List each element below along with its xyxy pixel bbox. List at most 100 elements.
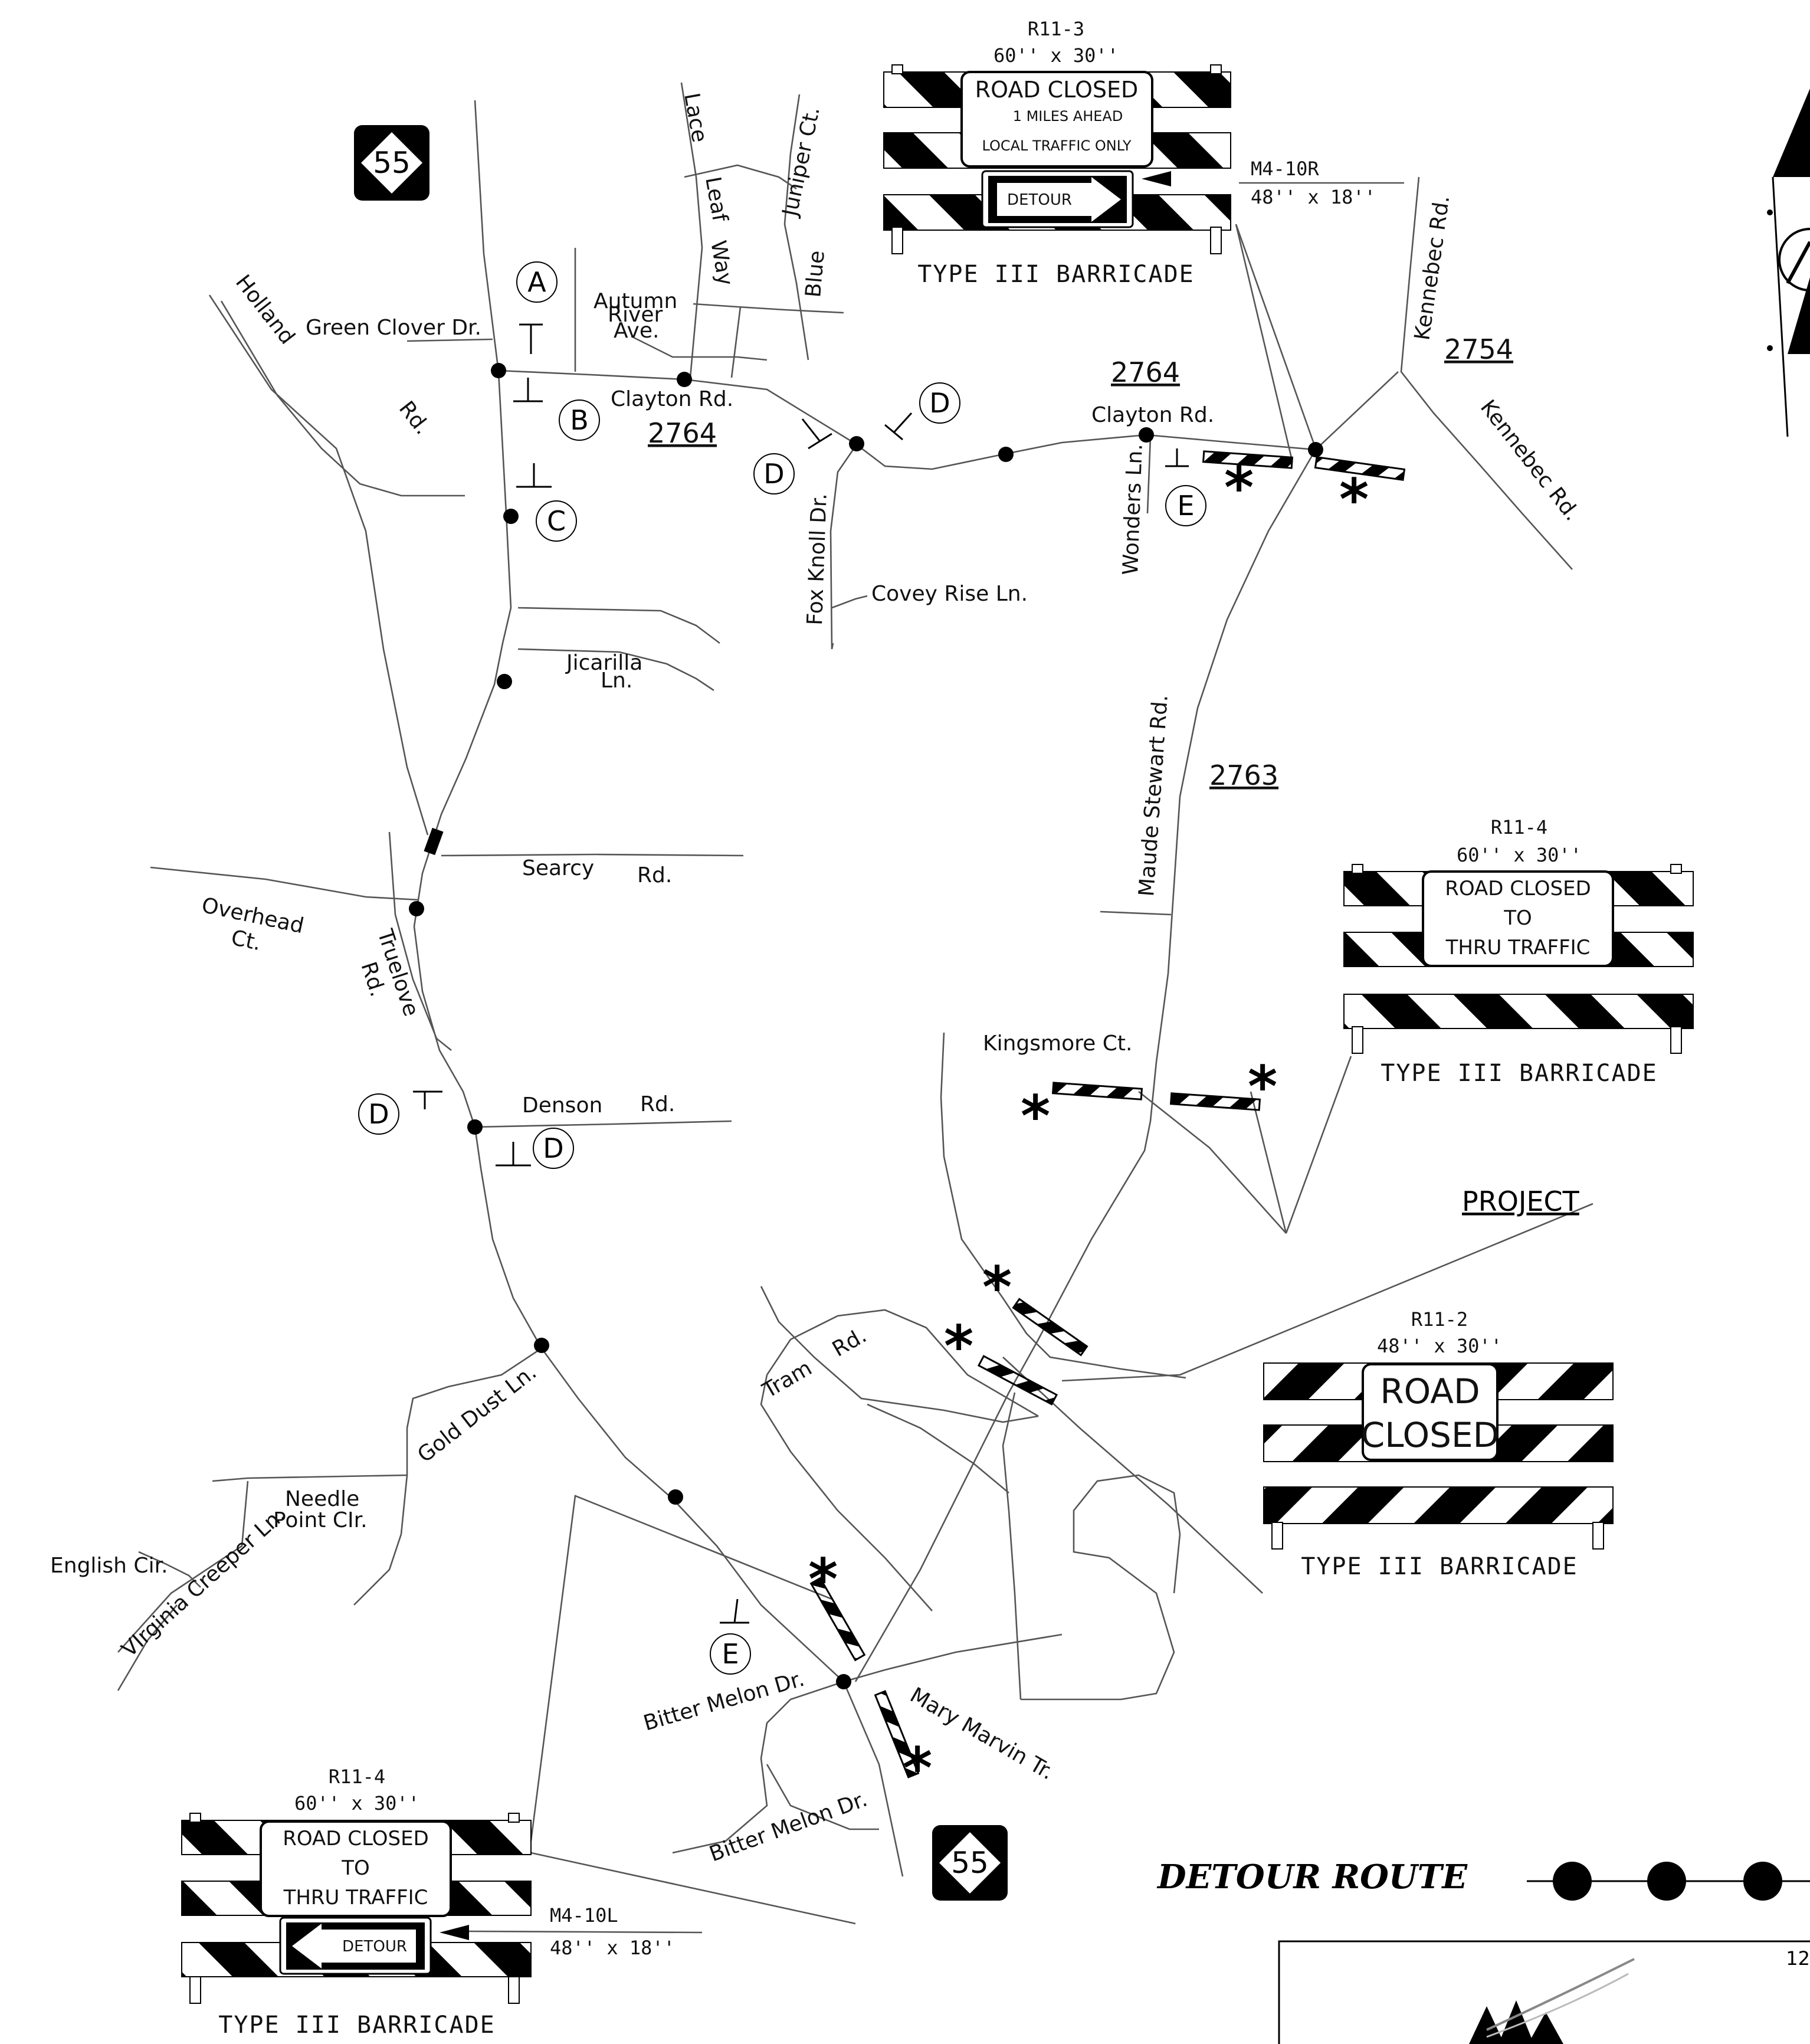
svg-text:E: E — [1177, 490, 1194, 522]
svg-text:E: E — [722, 1638, 739, 1670]
marker-e1: E — [1165, 485, 1206, 526]
hwy-55-shield-top: 55 — [354, 125, 429, 201]
marker-b: B — [559, 399, 600, 441]
svg-text:R11-3: R11-3 — [1028, 18, 1084, 40]
svg-text:60'' x 30'': 60'' x 30'' — [294, 1792, 419, 1814]
svg-text:*: * — [982, 1254, 1012, 1321]
svg-text:Ave.: Ave. — [614, 319, 659, 343]
svg-text:Rd.: Rd. — [637, 863, 672, 887]
sign-r11-4-top: R11-4 60'' x 30'' ROAD CLOSED TO THRU TR… — [1343, 816, 1694, 1087]
svg-text:DETOUR ROUTE: DETOUR ROUTE — [1156, 1858, 1468, 1896]
svg-text:Holland: Holland — [231, 270, 300, 349]
map-barricades — [809, 450, 1406, 1778]
sign-r11-3: R11-3 60'' x 30'' ROAD CLOSED 1 MILES AH… — [883, 18, 1231, 288]
marker-d1: D — [919, 382, 960, 424]
svg-text:Ln.: Ln. — [601, 669, 632, 693]
marker-d4: D — [533, 1128, 574, 1169]
svg-text:R11-4: R11-4 — [1491, 816, 1547, 838]
svg-text:M4-10R: M4-10R — [1251, 158, 1319, 180]
svg-text:60'' x 30'': 60'' x 30'' — [1457, 844, 1582, 866]
svg-text:Kingsmore Ct.: Kingsmore Ct. — [983, 1031, 1132, 1056]
svg-text:VIrginia Creeper Ln.: VIrginia Creeper Ln. — [117, 1503, 290, 1662]
svg-text:ROAD CLOSED: ROAD CLOSED — [283, 1827, 429, 1850]
detour-route-dots — [409, 363, 1323, 1689]
svg-text:Clayton Rd.: Clayton Rd. — [611, 387, 733, 411]
svg-text:Jicarilla: Jicarilla — [565, 651, 642, 675]
svg-text:R11-2: R11-2 — [1411, 1308, 1468, 1331]
svg-text:*: * — [1248, 1054, 1277, 1120]
svg-text:D: D — [368, 1098, 389, 1130]
svg-text:12: 12 — [1786, 1947, 1810, 1970]
svg-text:D: D — [543, 1132, 563, 1164]
svg-text:R11-4: R11-4 — [329, 1765, 385, 1788]
hwy-55-shield-bottom: 55 — [932, 1825, 1008, 1901]
svg-text:*: * — [1021, 1083, 1050, 1149]
svg-text:TYPE III BARRICADE: TYPE III BARRICADE — [1381, 1060, 1657, 1087]
svg-text:Searcy: Searcy — [522, 856, 594, 880]
svg-text:TO: TO — [1503, 906, 1532, 930]
svg-text:TYPE III BARRICADE: TYPE III BARRICADE — [218, 2012, 495, 2039]
svg-text:48'' x 18'': 48'' x 18'' — [550, 1937, 675, 1959]
svg-text:Tram: Tram — [758, 1356, 816, 1403]
route-2764-east: 2764 — [1111, 356, 1180, 388]
svg-text:Covey Rise Ln.: Covey Rise Ln. — [871, 582, 1028, 606]
svg-text:B: B — [570, 404, 589, 436]
svg-text:Rd.: Rd. — [640, 1092, 675, 1116]
svg-text:1 MILES AHEAD: 1 MILES AHEAD — [1013, 108, 1123, 125]
svg-text:TO: TO — [341, 1856, 370, 1880]
svg-text:ROAD: ROAD — [1380, 1371, 1480, 1411]
svg-text:TYPE III BARRICADE: TYPE III BARRICADE — [1301, 1553, 1578, 1580]
svg-text:*: * — [1224, 455, 1254, 521]
route-2754: 2754 — [1444, 333, 1513, 365]
svg-text:Rd.: Rd. — [394, 397, 435, 439]
svg-text:*: * — [1339, 467, 1369, 533]
holland-road — [208, 294, 429, 836]
svg-text:Point CIr.: Point CIr. — [273, 1508, 368, 1532]
svg-text:Ct.: Ct. — [229, 926, 263, 956]
sign-m4-10r-label: M4-10R 48'' x 18'' — [1251, 158, 1376, 208]
road-network — [117, 82, 1593, 1925]
svg-text:60'' x 30'': 60'' x 30'' — [993, 44, 1119, 67]
svg-text:55: 55 — [373, 146, 411, 180]
svg-text:CLOSED: CLOSED — [1361, 1415, 1500, 1455]
svg-text:A: A — [527, 266, 546, 298]
svg-text:C: C — [547, 505, 566, 537]
svg-text:ROAD CLOSED: ROAD CLOSED — [975, 77, 1139, 103]
svg-text:55: 55 — [951, 1846, 989, 1880]
svg-text:DETOUR: DETOUR — [342, 1938, 407, 1955]
svg-text:Kennebec Rd.: Kennebec Rd. — [1475, 395, 1585, 525]
svg-text:Rd.: Rd. — [828, 1324, 871, 1362]
sign-post-symbols — [413, 323, 1189, 1624]
svg-text:D: D — [763, 458, 784, 490]
svg-text:LOCAL TRAFFIC ONLY: LOCAL TRAFFIC ONLY — [982, 137, 1131, 154]
svg-text:Denson: Denson — [522, 1093, 602, 1118]
sign-r11-4-bottom: R11-4 60'' x 30'' ROAD CLOSED TO THRU TR… — [181, 1765, 532, 2039]
svg-text:Way: Way — [706, 238, 737, 287]
svg-text:DETOUR: DETOUR — [1007, 191, 1072, 209]
svg-text:Kennebec Rd.: Kennebec Rd. — [1410, 194, 1454, 342]
marker-d3: D — [358, 1093, 399, 1135]
svg-text:*: * — [808, 1547, 838, 1613]
svg-text:THRU TRAFFIC: THRU TRAFFIC — [283, 1886, 428, 1909]
svg-text:Bitter Melon Dr.: Bitter Melon Dr. — [641, 1667, 807, 1736]
company-logo-icon — [1469, 1958, 1635, 2044]
svg-text:Gold Dust Ln.: Gold Dust Ln. — [413, 1360, 541, 1468]
marker-a: A — [516, 261, 558, 303]
svg-text:Clayton Rd.: Clayton Rd. — [1091, 403, 1214, 427]
title-block: 12 — [1278, 1940, 1810, 2044]
marker-e2: E — [710, 1633, 751, 1675]
svg-text:Juniper Ct.: Juniper Ct. — [778, 104, 825, 220]
route-2763: 2763 — [1209, 759, 1278, 791]
svg-text:Wonders Ln.: Wonders Ln. — [1119, 443, 1147, 575]
svg-text:Bitter Melon Dr.: Bitter Melon Dr. — [706, 1787, 871, 1867]
route-2764-west: 2764 — [648, 417, 717, 449]
svg-text:Lace: Lace — [679, 91, 711, 144]
svg-text:48'' x 30'': 48'' x 30'' — [1377, 1335, 1502, 1357]
barricade-stars: * * * * * * * * — [808, 455, 1369, 1801]
svg-text:TYPE III BARRICADE: TYPE III BARRICADE — [917, 261, 1194, 288]
sign-r11-2: R11-2 48'' x 30'' ROAD CLOSED TYPE III B… — [1263, 1308, 1614, 1580]
svg-text:Fox Knoll Dr.: Fox Knoll Dr. — [803, 493, 832, 625]
sign-m4-10l-label: M4-10L 48'' x 18'' — [550, 1904, 675, 1959]
svg-text:*: * — [903, 1735, 932, 1801]
